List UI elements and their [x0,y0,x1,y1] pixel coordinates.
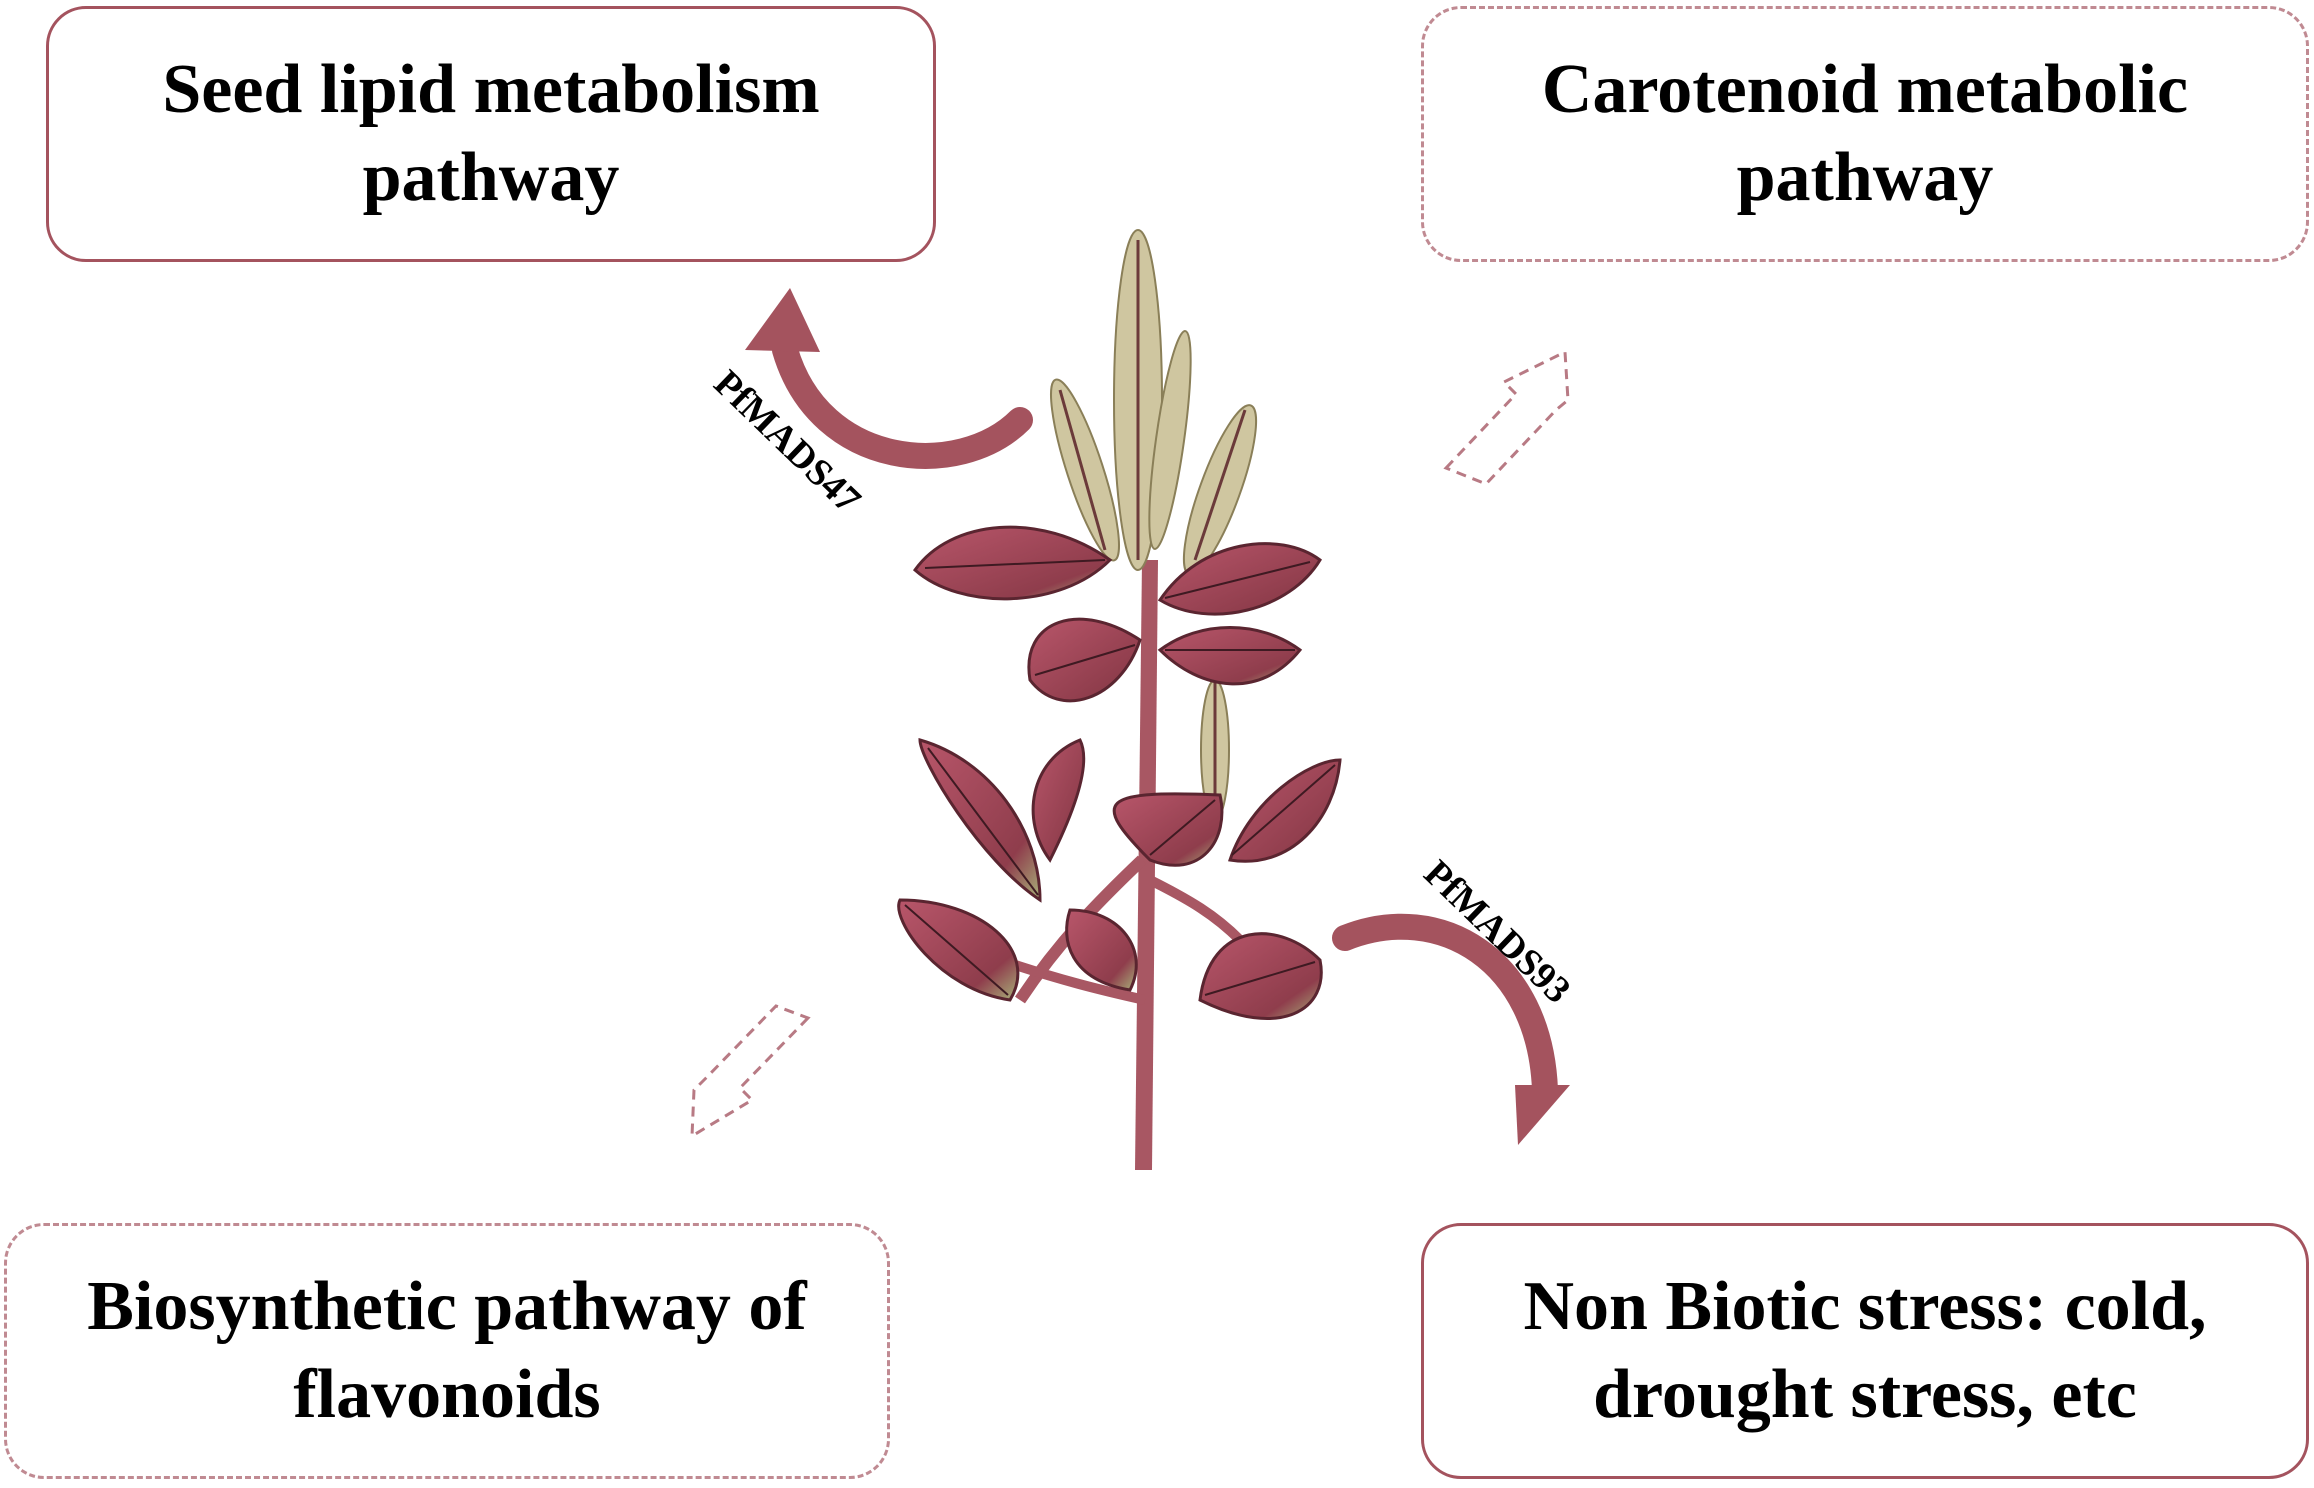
box-label-line: pathway [1736,139,1994,216]
box-label-line: drought stress, etc [1593,1356,2137,1433]
box-label-line: pathway [362,139,620,216]
curved-arrow-down-right [1332,913,1570,1145]
flavonoid-pathway-box: Biosynthetic pathway of flavonoids [4,1223,890,1479]
perilla-plant-illustration [897,229,1342,1170]
box-label-line: Carotenoid metabolic [1541,51,2189,128]
abiotic-stress-box: Non Biotic stress: cold, drought stress,… [1421,1223,2309,1479]
dashed-arrow-up-right [1443,349,1570,486]
curved-arrow-up-left [745,288,1033,469]
carotenoid-pathway-box: Carotenoid metabolic pathway [1421,6,2309,262]
seed-lipid-pathway-box: Seed lipid metabolism pathway [46,6,936,262]
box-label-line: Non Biotic stress: cold, [1523,1268,2207,1345]
box-label-line: flavonoids [293,1356,601,1433]
box-label-line: Seed lipid metabolism [162,51,820,128]
dashed-arrow-down-left [690,1004,811,1139]
box-label-line: Biosynthetic pathway of [87,1268,807,1345]
